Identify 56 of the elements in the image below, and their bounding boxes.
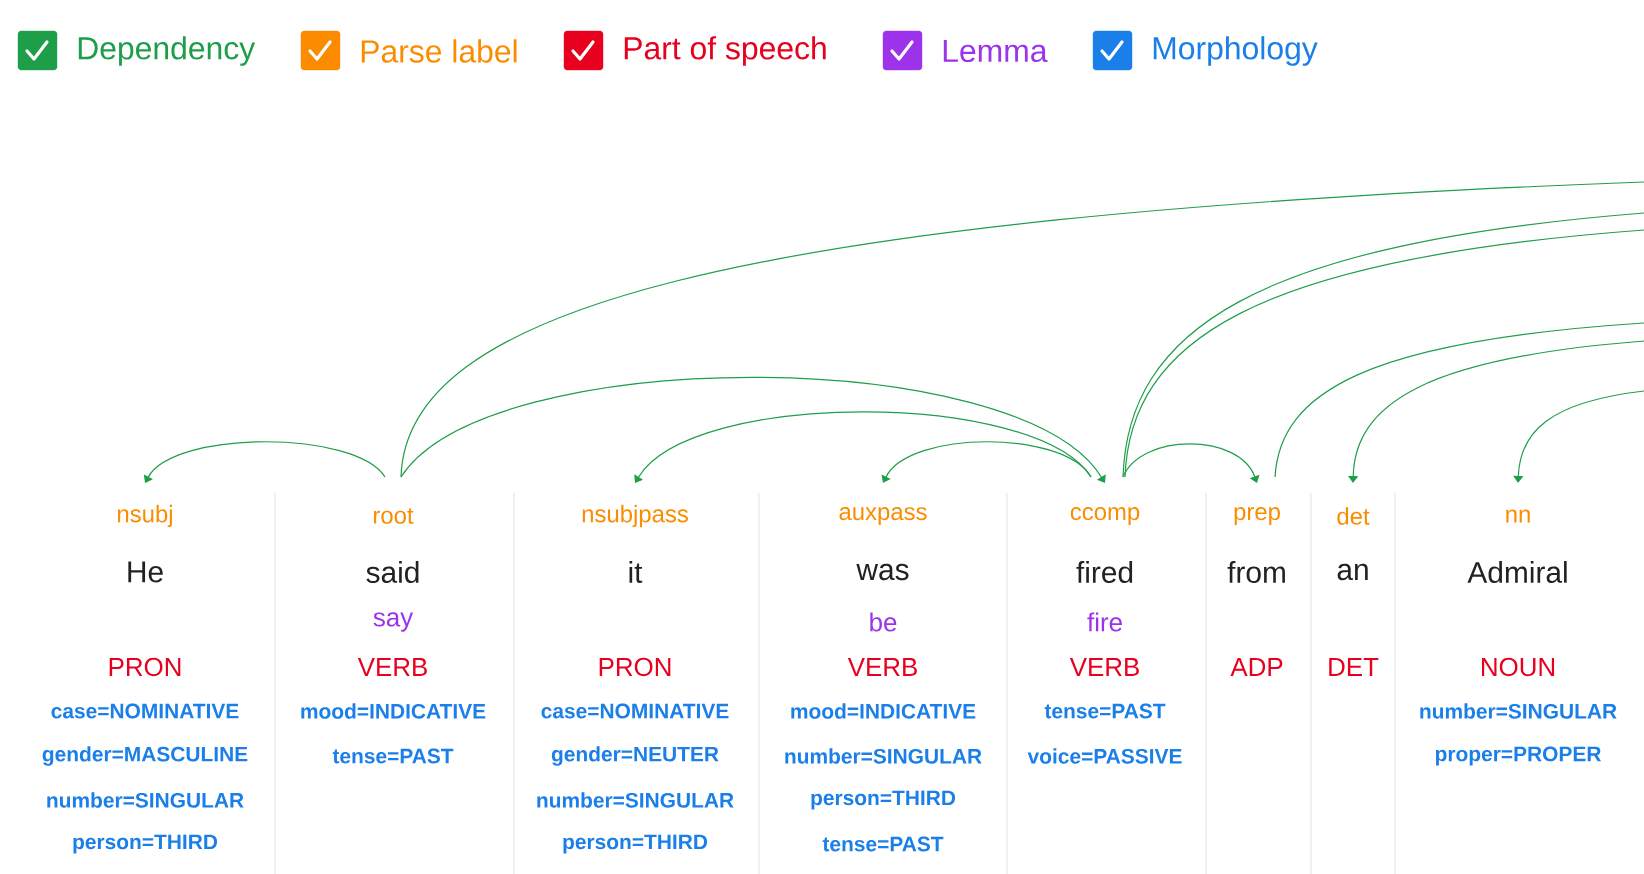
parse-label: nsubjpass — [582, 504, 688, 528]
legend-label: Parse label — [361, 39, 517, 63]
word: an — [1337, 563, 1368, 581]
word: He — [128, 561, 163, 583]
morphology-feature: person=THIRD — [563, 834, 708, 854]
legend-label: Part of speech — [624, 36, 826, 66]
part-of-speech: PRON — [599, 657, 671, 677]
dependency-arrow — [1348, 340, 1644, 483]
morphology-feature: tense=PAST — [332, 748, 454, 764]
morphology-feature: number=SINGULAR — [1420, 703, 1617, 719]
part-of-speech: VERB — [357, 658, 427, 676]
morphology-feature: case=NOMINATIVE — [51, 703, 239, 719]
word: from — [1227, 561, 1285, 583]
parse-label: nsubj — [118, 504, 172, 528]
parse-label: auxpass — [839, 507, 927, 525]
part-of-speech: PRON — [109, 657, 181, 677]
lemma: fire — [1087, 612, 1122, 632]
word: said — [366, 561, 419, 583]
dependency-arrow — [634, 411, 1092, 483]
dependency-arrow — [881, 441, 1092, 483]
word: Admiral — [1467, 561, 1567, 583]
parse-label: root — [374, 508, 414, 524]
morphology-feature: person=THIRD — [73, 834, 218, 854]
parse-label: nn — [1506, 509, 1530, 523]
word: it — [629, 561, 643, 583]
morphology-feature: number=SINGULAR — [47, 792, 244, 808]
dependency-arrow — [1513, 390, 1644, 483]
dependency-arrow — [1122, 443, 1260, 483]
part-of-speech: DET — [1329, 658, 1379, 676]
legend-label: Morphology — [1153, 36, 1318, 66]
morphology-feature: voice=PASSIVE — [1027, 748, 1182, 764]
part-of-speech: VERB — [847, 658, 917, 676]
morphology-feature: mood=INDICATIVE — [791, 703, 976, 719]
morphology-feature: tense=PAST — [1044, 703, 1166, 719]
parse-label: prep — [1234, 507, 1280, 525]
morphology-feature: number=SINGULAR — [537, 792, 734, 808]
legend-label: Dependency — [78, 36, 256, 66]
part-of-speech: NOUN — [1482, 657, 1555, 677]
parse-label: det — [1337, 507, 1370, 525]
lemma: be — [870, 612, 897, 632]
lemma: say — [373, 612, 414, 632]
morphology-feature: number=SINGULAR — [785, 748, 982, 764]
morphology-feature: case=NOMINATIVE — [541, 703, 729, 719]
morphology-feature: person=THIRD — [811, 790, 956, 810]
morphology-feature: gender=MASCULINE — [42, 746, 248, 766]
word: fired — [1076, 561, 1133, 583]
part-of-speech: VERB — [1069, 658, 1139, 676]
morphology-feature: gender=NEUTER — [551, 746, 719, 766]
morphology-feature: mood=INDICATIVE — [301, 703, 486, 719]
part-of-speech: ADP — [1230, 658, 1283, 676]
morphology-feature: tense=PAST — [822, 836, 944, 852]
dependency-arrow — [400, 376, 1106, 483]
legend-label: Lemma — [943, 39, 1048, 63]
word: was — [856, 563, 909, 581]
morphology-feature: proper=PROPER — [1436, 746, 1601, 766]
parse-label: ccomp — [1070, 507, 1140, 525]
